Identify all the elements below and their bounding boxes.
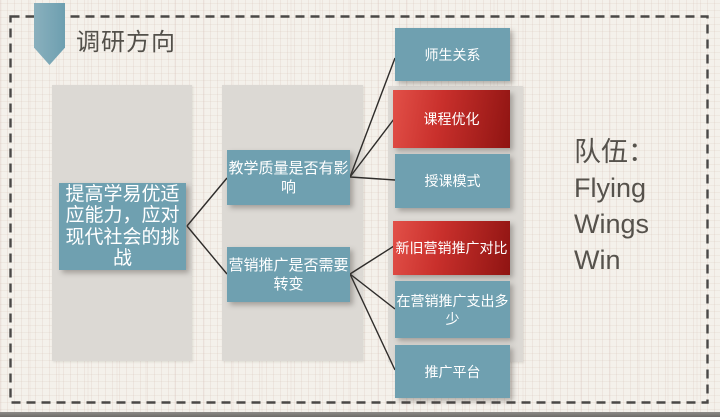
node-question-marketing-change: 营销推广是否需要 转变 — [227, 247, 350, 302]
dashed-border — [9, 15, 709, 404]
bottom-bar — [0, 412, 720, 417]
connector-line — [186, 177, 228, 227]
node-topic-marketing-spend: 在营销推广支出多 少 — [395, 281, 510, 338]
connector-line — [349, 273, 396, 310]
node-topic-course-optimization: 课程优化 — [393, 90, 510, 148]
connector-line — [186, 225, 228, 275]
connector-line — [349, 245, 395, 275]
node-topic-promotion-platform: 推广平台 — [395, 345, 510, 398]
node-topic-teacher-student-relation: 师生关系 — [395, 28, 510, 81]
team-name-text: 队伍： Flying Wings Win — [574, 137, 655, 275]
middle-column-background — [222, 85, 363, 361]
connector-lines — [186, 57, 396, 371]
connector-line — [349, 118, 395, 178]
node-topic-old-new-marketing-comparison: 新旧营销推广对比 — [393, 221, 510, 275]
slide-title: 调研方向 — [76, 29, 176, 56]
connector-line — [349, 176, 396, 181]
node-question-teaching-quality: 教学质量是否有影 响 — [227, 150, 350, 205]
node-root-goal: 提高学易优适 应能力，应对 现代社会的挑 战 — [59, 183, 186, 270]
connector-line — [349, 57, 396, 178]
node-topic-teaching-mode: 授课模式 — [395, 154, 510, 208]
connector-line — [349, 273, 396, 371]
